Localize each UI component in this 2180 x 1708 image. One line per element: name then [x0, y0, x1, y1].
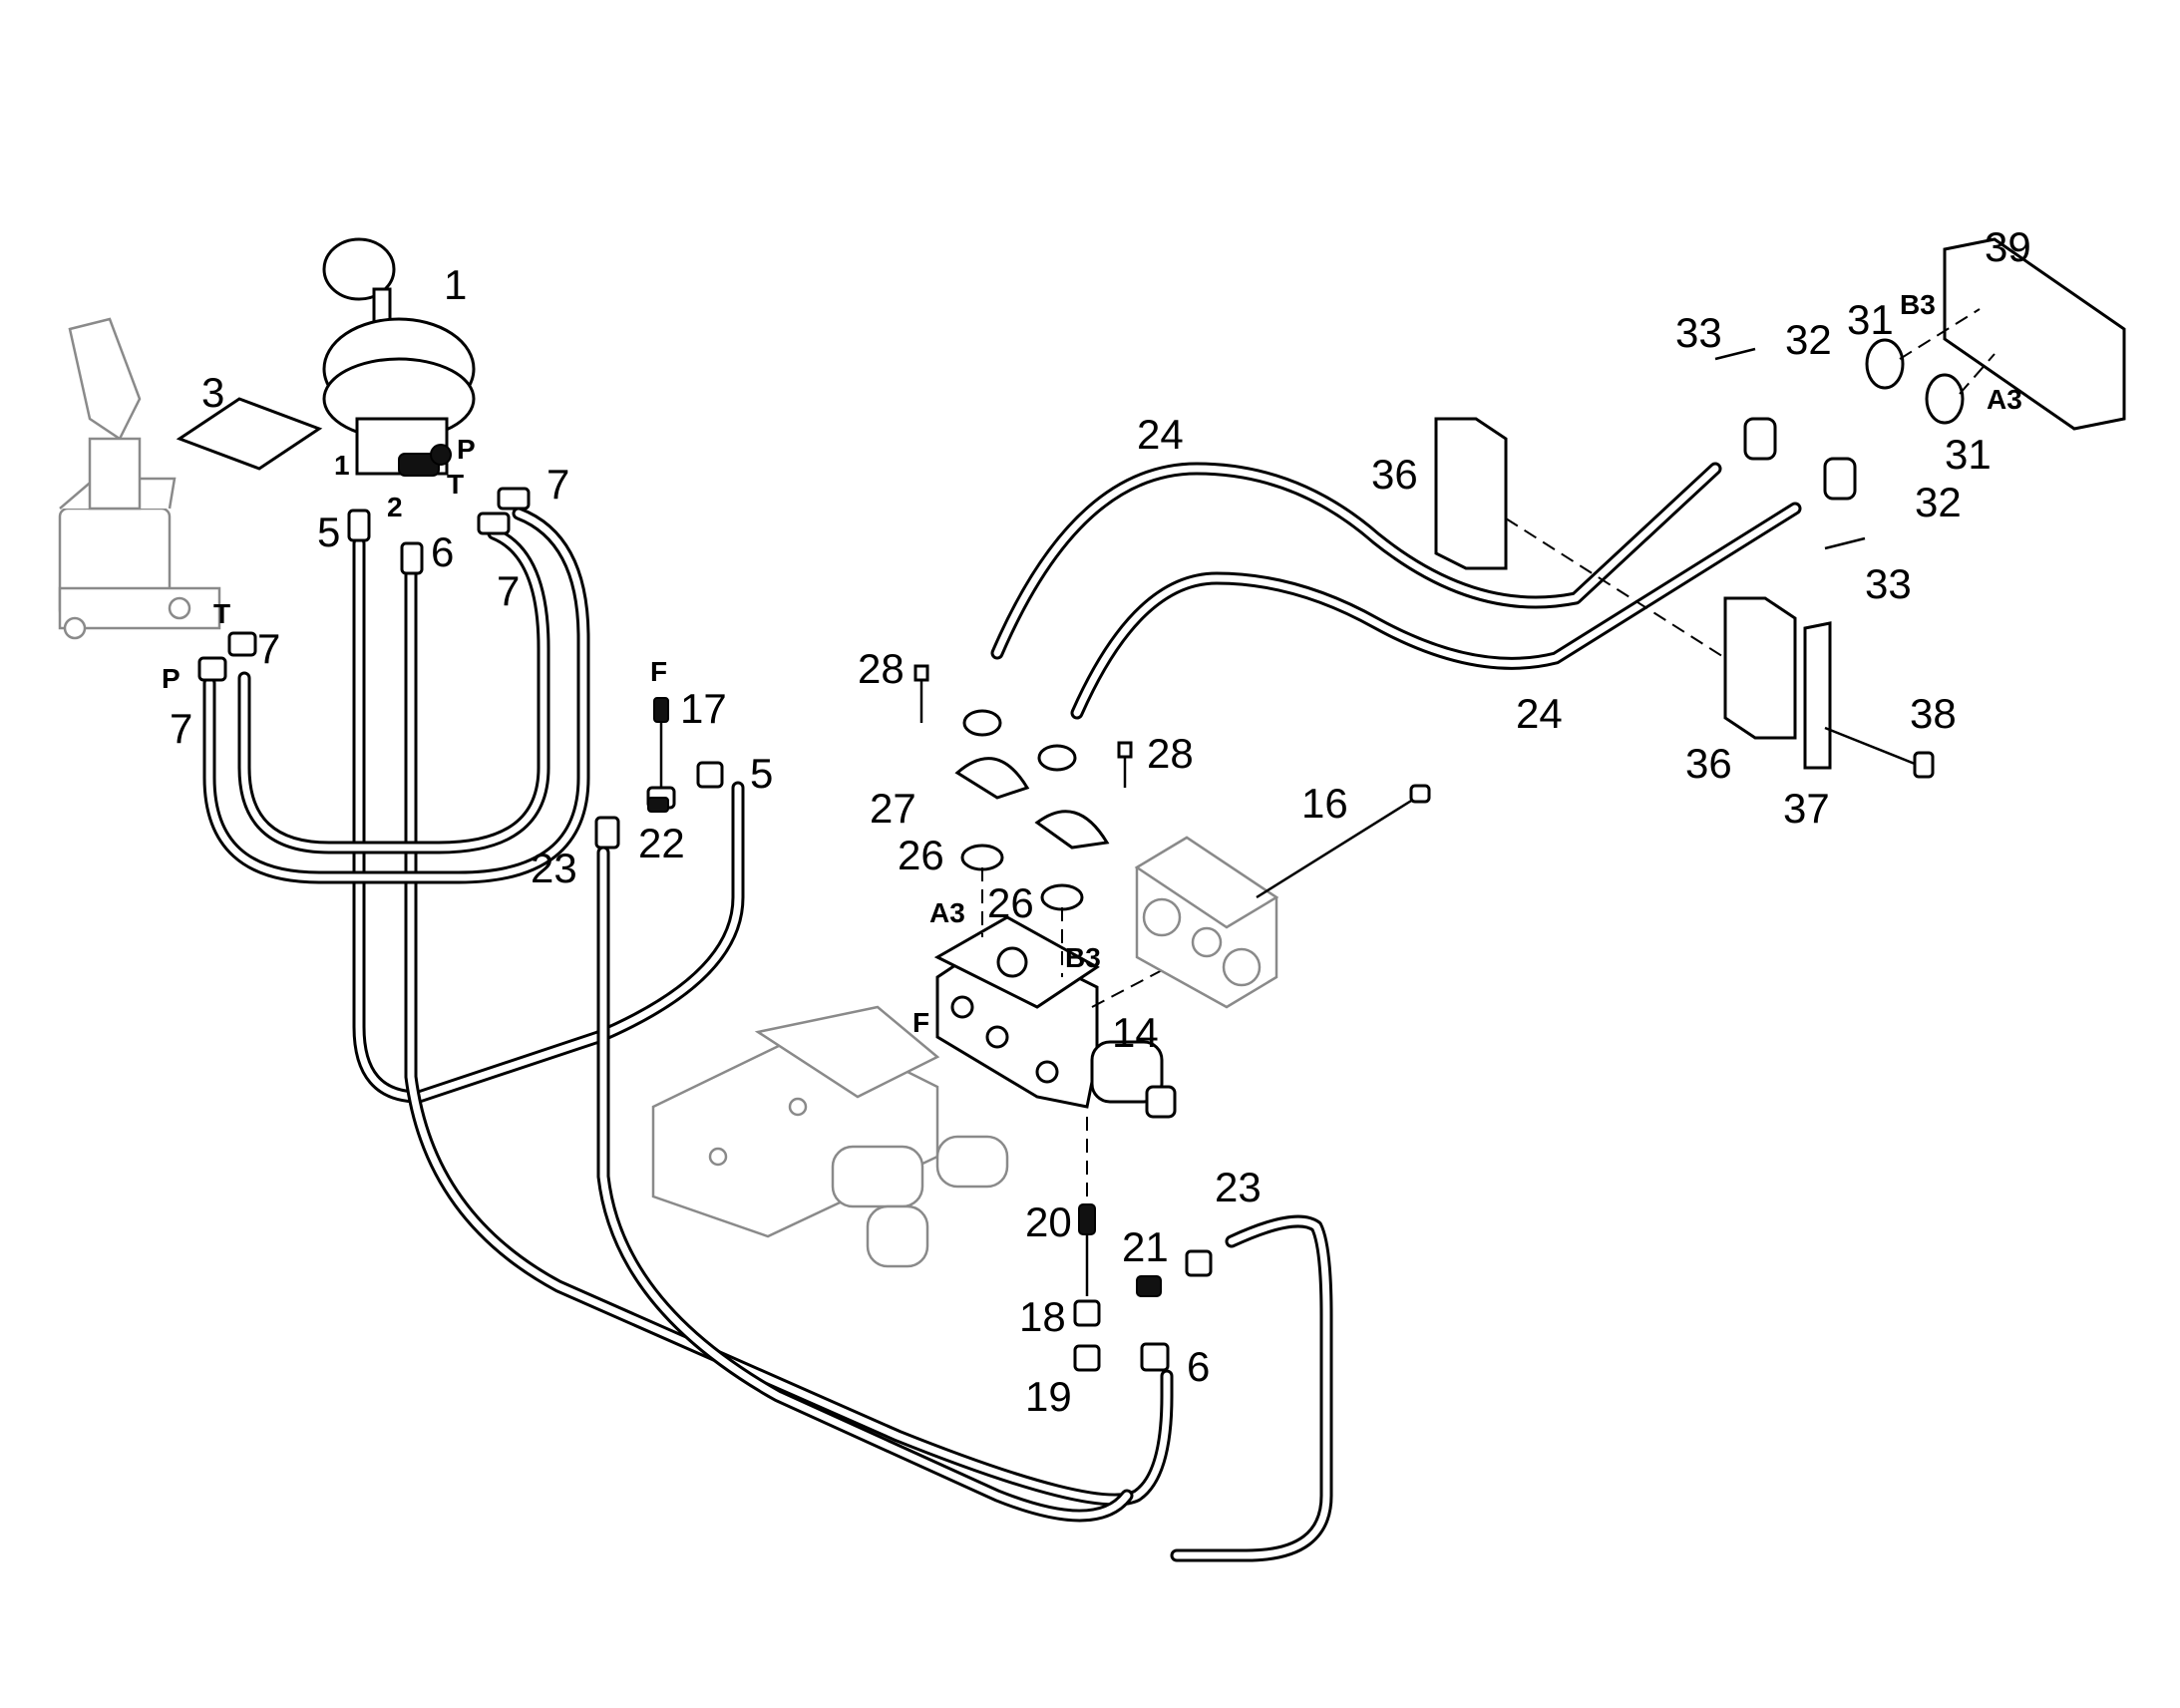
port-a3-plate: A3	[1987, 384, 2022, 415]
flange-assembly-a3-b3	[913, 664, 1133, 977]
callout-7-c: 7	[257, 625, 280, 672]
part-39-plate	[1943, 237, 2126, 431]
callout-33-lower: 33	[1865, 560, 1912, 607]
callout-38: 38	[1910, 690, 1957, 737]
fitting-7-d	[197, 656, 227, 682]
callout-6-left: 6	[431, 528, 454, 575]
callout-18: 18	[1019, 1293, 1066, 1340]
part-36-lower	[1723, 596, 1797, 740]
callout-16: 16	[1301, 780, 1348, 827]
part-18-21-fittings	[1073, 1117, 1213, 1372]
part-16-side-plate	[1134, 784, 1431, 1009]
port-labels: 1 2 P T T P F F A3 B3 B3 A3	[162, 289, 2022, 1038]
callout-21: 21	[1122, 1223, 1169, 1270]
callout-28-left: 28	[858, 645, 905, 692]
port-t-gray: T	[213, 598, 230, 629]
callout-19: 19	[1025, 1373, 1072, 1420]
callout-24-upper: 24	[1137, 411, 1184, 458]
main-control-valve-gray	[651, 1005, 1009, 1268]
callout-17: 17	[680, 685, 727, 732]
callout-39: 39	[1985, 223, 2031, 270]
callout-7-b: 7	[497, 567, 520, 614]
callout-26-a: 26	[898, 832, 944, 878]
part-17-22-fittings	[594, 697, 724, 850]
callout-23-right: 23	[1215, 1164, 1262, 1210]
port-b3-plate: B3	[1900, 289, 1936, 320]
callout-1: 1	[444, 261, 467, 308]
fitting-5-left	[347, 509, 371, 542]
callout-31-lower: 31	[1945, 431, 1992, 478]
callout-24-lower: 24	[1516, 690, 1563, 737]
callout-7-d: 7	[170, 705, 192, 752]
fitting-7-c	[227, 631, 257, 657]
port-p-gray: P	[162, 663, 181, 694]
part-37-strip	[1803, 621, 1832, 770]
port-t-joystick: T	[447, 469, 464, 500]
port-1: 1	[334, 450, 350, 481]
callout-5-mid: 5	[750, 750, 773, 797]
fitting-6-left	[400, 541, 424, 575]
part-3-label-plate	[176, 397, 323, 471]
port-b3-block: B3	[1065, 942, 1101, 973]
callout-7-a: 7	[546, 461, 569, 508]
hose-group	[202, 462, 1802, 1562]
callout-33-upper: 33	[1675, 309, 1722, 356]
callout-36-lower: 36	[1685, 740, 1732, 787]
port-p-joystick: P	[457, 434, 476, 465]
port-f-upper: F	[650, 656, 667, 687]
callout-37: 37	[1783, 785, 1830, 832]
callout-20: 20	[1025, 1198, 1072, 1245]
callout-23-left: 23	[531, 845, 577, 891]
part-36-upper	[1434, 417, 1508, 570]
callout-32-upper: 32	[1785, 316, 1832, 363]
part-1-joystick	[322, 237, 476, 477]
callout-26-b: 26	[987, 879, 1034, 926]
callout-5-left: 5	[317, 509, 340, 555]
fitting-7-b	[477, 512, 511, 535]
callout-labels: 1 3 5 6 7 7 7 7 17 5 22 23 24 24 28 28 2…	[170, 223, 2031, 1420]
port-2: 2	[387, 492, 403, 522]
callout-28-right: 28	[1147, 730, 1194, 777]
callout-32-lower: 32	[1915, 479, 1962, 525]
pilot-joystick-gray	[58, 317, 221, 640]
callout-3: 3	[201, 369, 224, 416]
callout-31-upper: 31	[1847, 296, 1894, 343]
callout-36-upper: 36	[1371, 451, 1418, 498]
part-38-bolt	[1913, 751, 1935, 779]
right-flange-group	[1714, 237, 2126, 550]
fitting-7-a	[497, 487, 531, 511]
clamp-group	[1434, 417, 1935, 779]
callout-14: 14	[1112, 1009, 1159, 1056]
callout-22: 22	[638, 820, 685, 866]
callout-27: 27	[870, 785, 916, 832]
callout-6-right: 6	[1187, 1343, 1210, 1390]
part-14-valve-section	[933, 915, 1188, 1119]
port-f-lower: F	[912, 1007, 929, 1038]
port-a3-block: A3	[929, 897, 965, 928]
